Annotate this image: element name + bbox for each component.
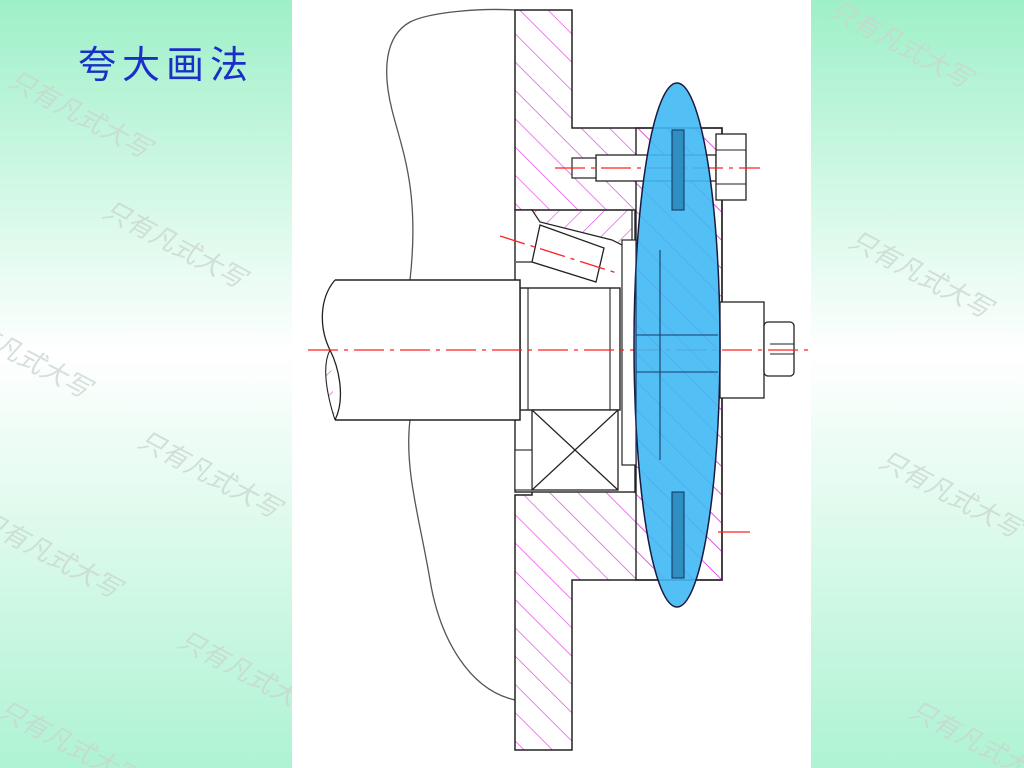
watermark-text: 只有凡式大写 [98, 195, 250, 296]
tapered-roller [516, 224, 605, 283]
housing-break-outline [386, 8, 516, 701]
right-decorative-panel: 只有凡式大写 只有凡式大写 只有凡式大写 只有凡式大写 [811, 0, 1024, 768]
watermark-text: 只有凡式大写 [0, 305, 95, 406]
watermark-text: 只有凡式大写 [874, 445, 1024, 546]
highlight-ellipse [633, 82, 721, 608]
highlight-inner-lines [635, 129, 718, 579]
drawing-canvas [292, 0, 811, 768]
watermark-text: 只有凡式大写 [844, 225, 996, 326]
watermark-text: 只有凡式大写 [173, 625, 292, 726]
watermark-text: 只有凡式大写 [904, 695, 1024, 768]
watermark-text: 只有凡式大写 [0, 695, 145, 768]
technical-drawing [308, 8, 808, 751]
bearing-inner-race [519, 287, 621, 411]
slide-title: 夸大画法 [78, 43, 255, 87]
watermark-text: 只有凡式大写 [0, 505, 125, 606]
rolling-bearing-symbol [514, 409, 619, 491]
left-decorative-panel: 只有凡式大写 只有凡式大写 只有凡式大写 只有凡式大写 只有凡式大写 只有凡式大… [0, 0, 292, 768]
watermark-text: 只有凡式大写 [133, 425, 285, 526]
watermark-text: 只有凡式大写 [824, 0, 976, 96]
